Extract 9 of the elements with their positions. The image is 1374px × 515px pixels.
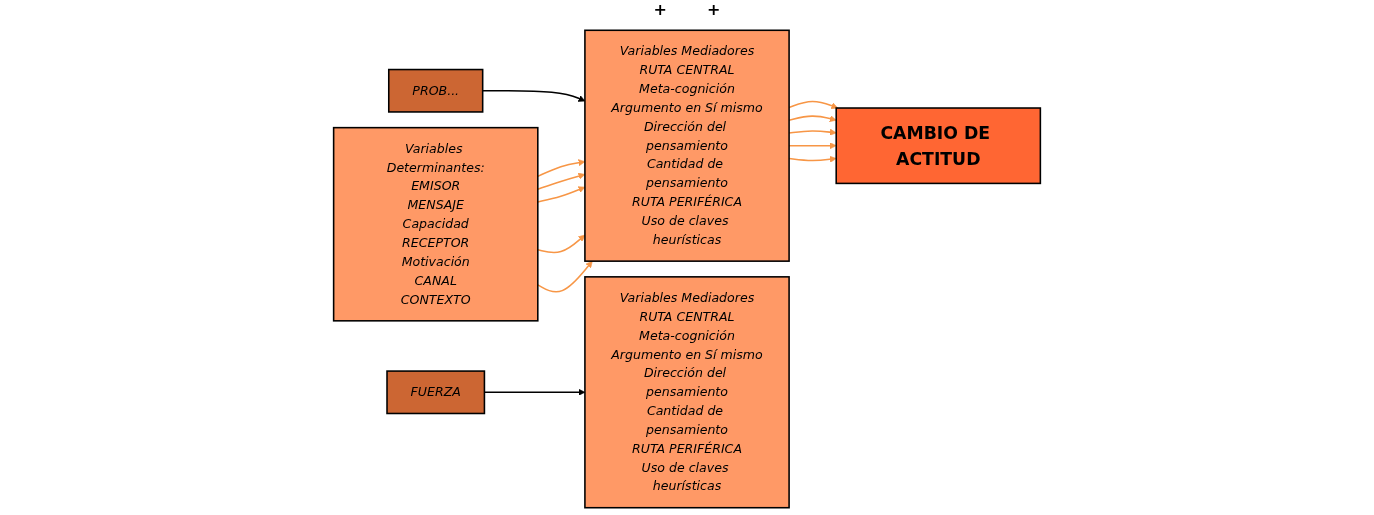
- node-box: FUERZA: [386, 369, 486, 414]
- node-box: Variables Mediadores RUTA CENTRAL Meta-cognición Argumento en Sí mismo Dirección del pensamiento Cantidad de pensamiento RUTA PERIFÉRICA Uso de claves heurísticas: [584, 29, 790, 262]
- plus-sign: +: [707, 0, 721, 21]
- plus-sign: +: [653, 0, 667, 21]
- node-box: Variables Determinantes: EMISOR MENSAJE Capacidad RECEPTOR Motivación CANAL CONTEXTO: [332, 126, 539, 322]
- node-box: PROB...: [387, 68, 484, 113]
- arrow: [537, 260, 593, 293]
- node-box: Variables Mediadores RUTA CENTRAL Meta-cognición Argumento en Sí mismo Dirección del pensamiento Cantidad de pensamiento RUTA PERIFÉRICA Uso de claves heurísticas: [584, 275, 790, 508]
- node-box: CAMBIO DE ACTITUD: [835, 106, 1042, 184]
